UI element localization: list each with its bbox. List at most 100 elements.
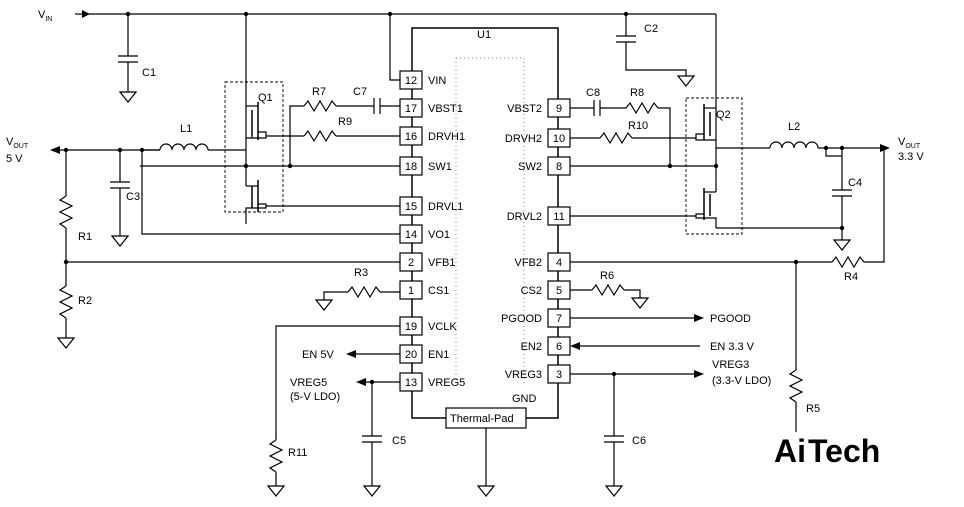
pin-number: 16: [405, 131, 417, 143]
vout-5v-value: 5 V: [6, 153, 23, 165]
c7-label: C7: [353, 86, 367, 98]
pin-number: 9: [556, 103, 562, 115]
vout-5v-net: VOUT 5 V C3 R1 R2: [6, 136, 400, 349]
pin-name: CS1: [428, 285, 449, 297]
r1-label: R1: [78, 231, 92, 243]
en-3v3: EN 3.3 V: [570, 341, 755, 353]
pin-number: 11: [553, 211, 564, 223]
r8-resistor: [625, 101, 659, 115]
pin-box: [399, 98, 423, 118]
r6-label: R6: [600, 270, 614, 282]
pin-name: SW1: [428, 161, 452, 173]
pin-box: [399, 280, 423, 300]
vreg3: C6 VREG3 (3.3-V LDO): [570, 359, 771, 497]
pin-number: 3: [556, 369, 562, 381]
pin-name: DRVH2: [505, 133, 542, 145]
r9-label: R9: [338, 116, 352, 128]
logo-text-tech: Tech: [808, 433, 880, 469]
q1-group: Q1: [224, 81, 284, 224]
r8-label: R8: [630, 87, 644, 99]
vout-5v-label: VOUT: [6, 136, 29, 150]
l2-label: L2: [788, 121, 800, 133]
r10-resistor: [599, 131, 633, 145]
ic-internal-dotted: [456, 57, 525, 384]
c3-label: C3: [126, 191, 140, 203]
r9: R9: [266, 116, 400, 143]
pin-sw1: 18 SW1: [399, 156, 452, 176]
r2-resistor: [58, 285, 74, 319]
r7-c7: R7 C7: [289, 86, 400, 166]
l1-label: L1: [180, 123, 192, 135]
pin-name: VBST2: [507, 103, 542, 115]
pin-number: 17: [405, 103, 417, 115]
vin-arrow: [82, 10, 90, 18]
r3: R3: [314, 267, 400, 311]
l1-inductor: [159, 143, 209, 151]
pin-number: 6: [556, 341, 562, 353]
c6-label: C6: [632, 435, 646, 447]
pin-name: VCLK: [428, 321, 457, 333]
thermal-pad-ground: [476, 485, 496, 497]
pin-name: VIN: [428, 75, 446, 87]
r6-resistor: [591, 283, 625, 297]
pin-number: 2: [408, 257, 414, 269]
pin-drvl2: 11 DRVL2: [507, 206, 571, 226]
r11-label: R11: [288, 447, 307, 459]
r5-label: R5: [806, 403, 820, 415]
pin-name: VO1: [428, 229, 450, 241]
r7-resistor: [303, 99, 337, 113]
pgood-label: PGOOD: [710, 313, 751, 325]
pin-name: VBST1: [428, 103, 463, 115]
pin-number: 18: [405, 161, 417, 173]
pin-number: 14: [405, 229, 417, 241]
pin-number: 7: [556, 313, 562, 325]
c8-label: C8: [586, 87, 600, 99]
vreg3-desc: (3.3-V LDO): [712, 375, 771, 387]
pin-name: PGOOD: [501, 313, 542, 325]
pin-en1: 20 EN1: [399, 344, 449, 364]
ic-u1: U1 Thermal-Pad GND: [411, 27, 559, 429]
pin-name: CS2: [521, 285, 542, 297]
vout-3v3-value: 3.3 V: [898, 151, 924, 163]
vin-label: VIN: [38, 9, 52, 23]
c4-label: C4: [848, 177, 862, 189]
vreg5: C5 VREG5 (5-V LDO): [290, 377, 406, 497]
thermal-pad-label: Thermal-Pad: [450, 413, 514, 425]
r6: R6: [570, 270, 650, 309]
en-3v3-label: EN 3.3 V: [710, 341, 755, 353]
q2-label: Q2: [716, 109, 731, 121]
pin-name: DRVL2: [507, 211, 542, 223]
pin-vbst2: 9 VBST2: [507, 98, 571, 118]
r3-resistor: [347, 285, 381, 299]
logo-text-ai: Ai: [774, 433, 806, 469]
pin-name: EN1: [428, 349, 449, 361]
vreg5-desc: (5-V LDO): [290, 391, 340, 403]
r5-resistor: [788, 369, 804, 403]
pin-number: 19: [405, 321, 417, 333]
pin-number: 5: [556, 285, 562, 297]
pin-number: 20: [405, 349, 417, 361]
r3-label: R3: [354, 267, 368, 279]
pin-number: 12: [405, 75, 417, 87]
vout-3v3-label: VOUT: [898, 136, 921, 150]
r11-resistor: [268, 439, 284, 473]
q1-box: [224, 81, 284, 213]
r10: R10: [570, 120, 696, 145]
pin-number: 15: [405, 201, 417, 213]
en-5v-label: EN 5V: [302, 349, 334, 361]
pin-number: 13: [405, 377, 417, 389]
vreg3-label: VREG3: [712, 359, 749, 371]
r4-resistor: [831, 255, 865, 269]
c2-label: C2: [644, 23, 658, 35]
vout-3v3-net: L2 VOUT 3.3 V C4 R4 R5: [570, 121, 924, 432]
ic-u1-label: U1: [477, 29, 491, 41]
